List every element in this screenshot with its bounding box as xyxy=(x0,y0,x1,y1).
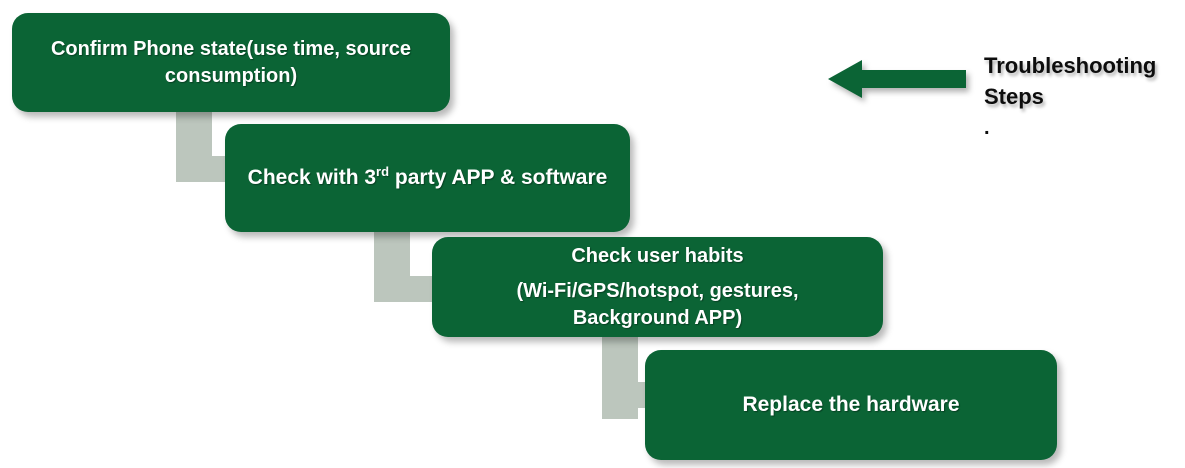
legend-period-mark: . xyxy=(984,117,990,139)
step-1-line-1: Confirm Phone state(use time, source xyxy=(50,37,412,60)
step-3-line-2: (Wi-Fi/GPS/hotspot, gestures, xyxy=(516,279,799,302)
step-2-text: Check with 3rd party APP & software xyxy=(243,165,612,191)
step-box-check-user-habits[interactable]: Check user habits (Wi-Fi/GPS/hotspot, ge… xyxy=(432,237,883,337)
step-2-line-1: Check with 3rd party APP & software xyxy=(243,165,612,191)
step-3-text: Check user habits (Wi-Fi/GPS/hotspot, ge… xyxy=(450,244,865,331)
step-4-line-1: Replace the hardware xyxy=(742,392,960,416)
legend-title-line-1: Troubleshooting xyxy=(984,53,1157,78)
connector-step2-step3-horizontal xyxy=(374,276,442,302)
legend-title-line-2: Steps xyxy=(984,84,1044,110)
step-box-replace-hardware[interactable]: Replace the hardware xyxy=(645,350,1057,460)
step-2-prefix: Check with 3 xyxy=(247,165,377,189)
step-4-text: Replace the hardware xyxy=(663,392,1039,418)
step-box-confirm-phone-state[interactable]: Confirm Phone state(use time, source con… xyxy=(12,13,450,112)
legend-title: Troubleshooting Steps xyxy=(984,50,1184,112)
arrow-left-icon xyxy=(828,58,966,100)
step-2-suffix: party APP & software xyxy=(389,165,608,189)
step-3-line-1: Check user habits xyxy=(571,244,744,267)
step-1-line-2: consumption) xyxy=(164,64,298,87)
step-2-ordinal-suffix: rd xyxy=(376,163,390,179)
step-3-line-3: Background APP) xyxy=(572,306,743,329)
step-box-check-third-party-app[interactable]: Check with 3rd party APP & software xyxy=(225,124,630,232)
step-1-text: Confirm Phone state(use time, source con… xyxy=(30,37,432,89)
